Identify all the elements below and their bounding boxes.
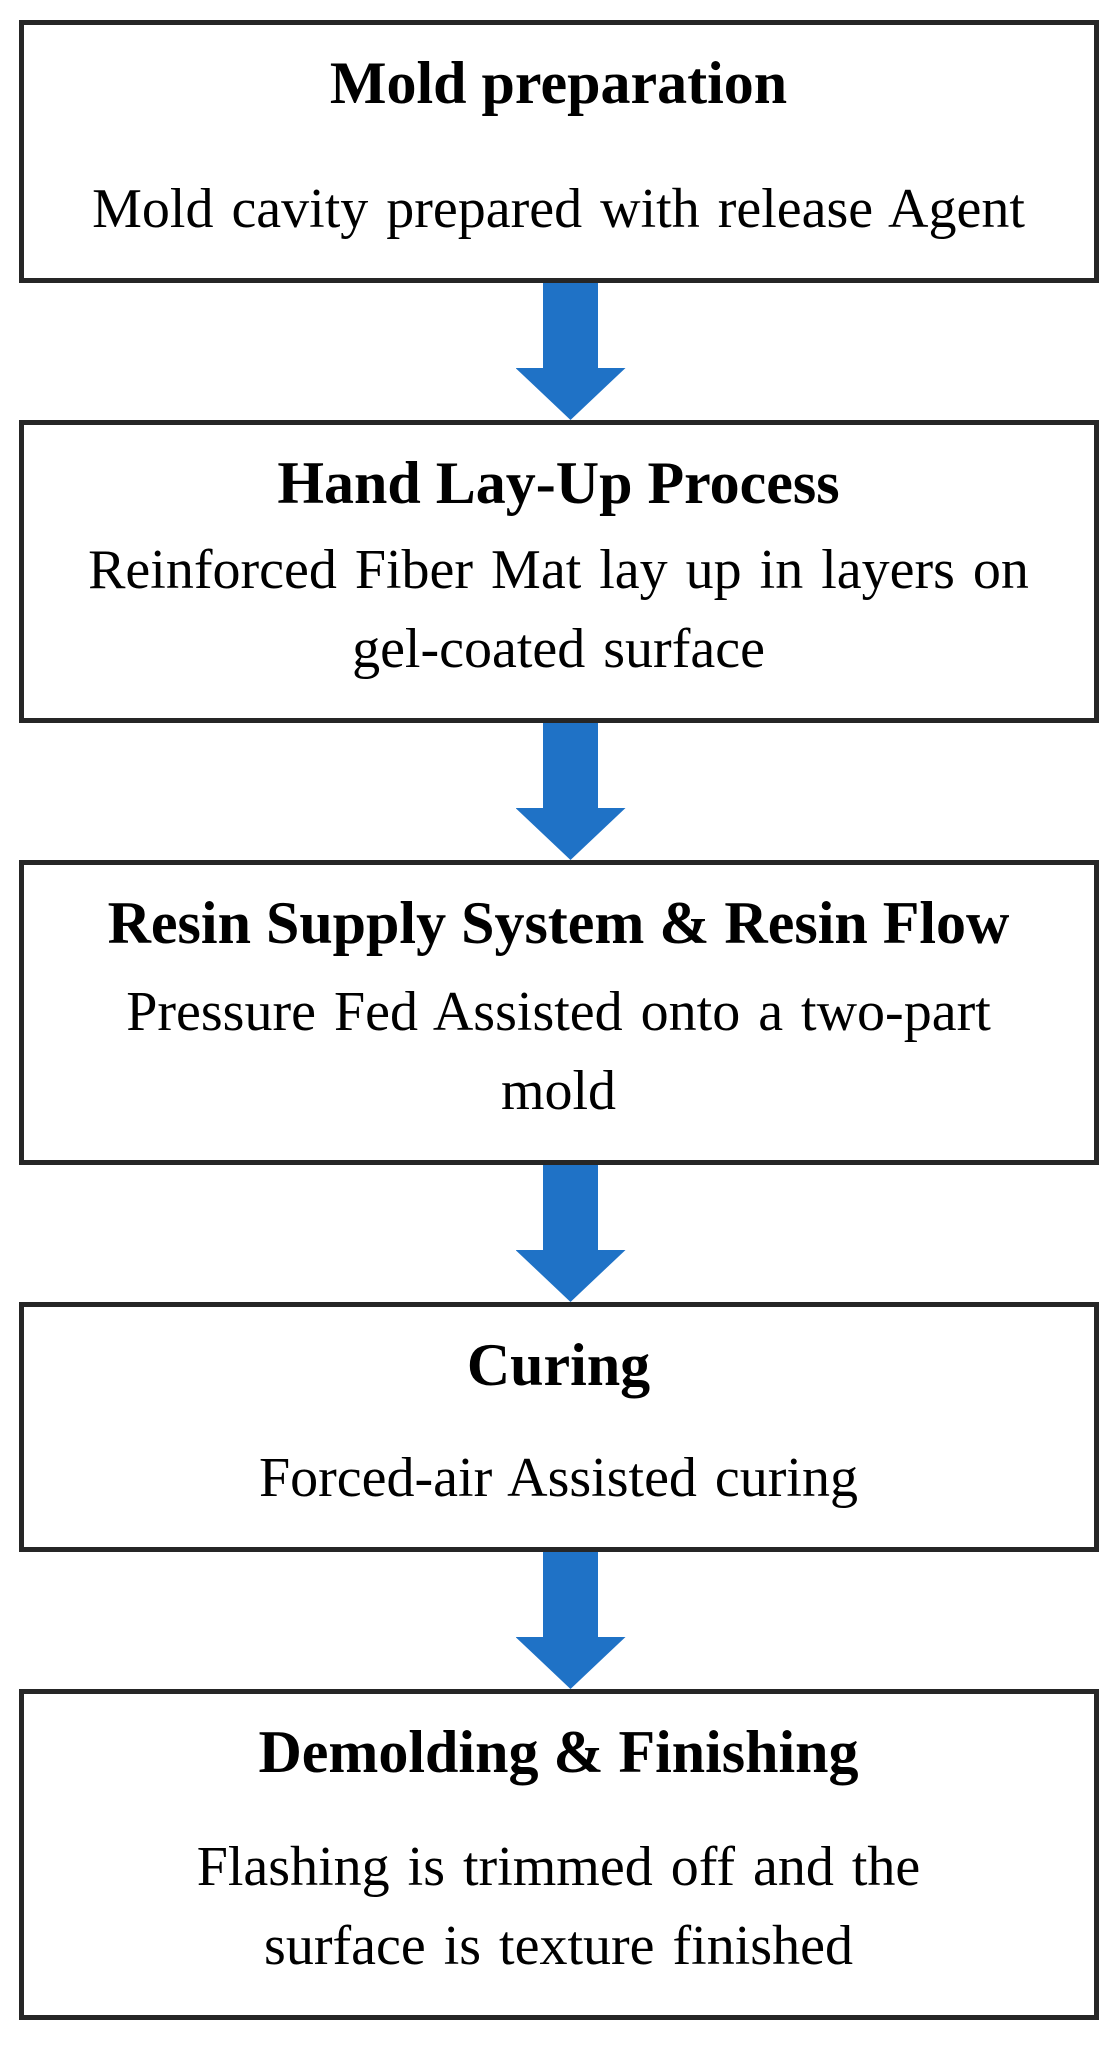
step-box-curing: Curing Forced-air Assisted curing (18, 1302, 1099, 1552)
step-description: Flashing is trimmed off and the surface … (196, 1835, 921, 1978)
step-title: Curing (466, 1332, 651, 1398)
step-title: Mold preparation (329, 50, 788, 116)
down-arrow-icon (515, 283, 626, 420)
step-box-demolding-finishing: Demolding & Finishing Flashing is trimme… (18, 1689, 1099, 2020)
step-box-resin-supply-system: Resin Supply System & Resin Flow Pressur… (18, 860, 1099, 1165)
step-description: Forced-air Assisted curing (259, 1447, 858, 1510)
step-title: Resin Supply System & Resin Flow (107, 890, 1010, 956)
step-description: Pressure Fed Assisted onto a two-part mo… (126, 980, 991, 1123)
step-description: Mold cavity prepared with release Agent (92, 178, 1025, 241)
step-box-mold-preparation: Mold preparation Mold cavity prepared wi… (18, 20, 1099, 283)
down-arrow-icon (515, 1552, 626, 1689)
step-description: Reinforced Fiber Mat lay up in layers on… (88, 538, 1029, 681)
step-box-hand-lay-up-process: Hand Lay-Up Process Reinforced Fiber Mat… (18, 420, 1099, 723)
step-title: Demolding & Finishing (258, 1719, 859, 1785)
down-arrow-icon (515, 723, 626, 860)
step-title: Hand Lay-Up Process (277, 450, 840, 516)
down-arrow-icon (515, 1165, 626, 1302)
